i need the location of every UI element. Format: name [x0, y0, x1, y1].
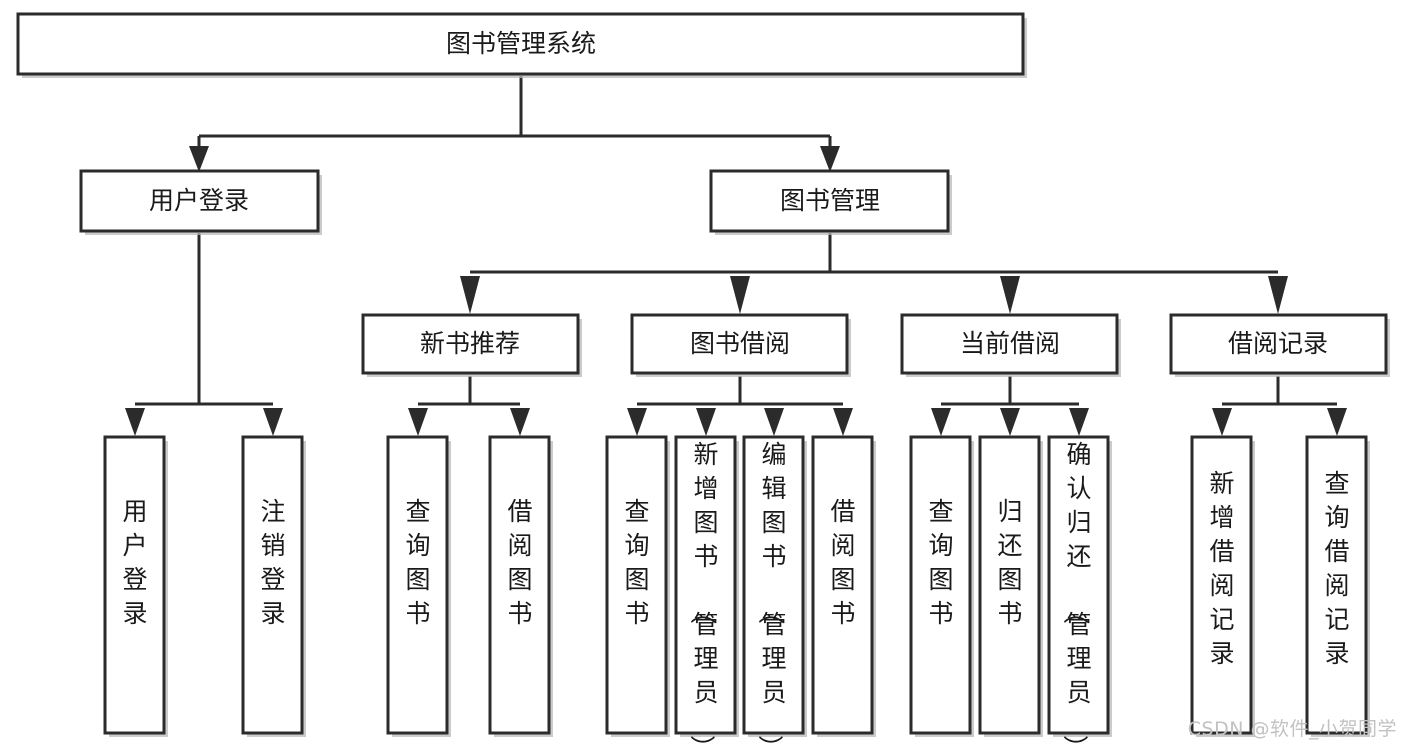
- user-login-label: 用户登录: [149, 186, 249, 215]
- new-book-rec-box[interactable]: [361, 313, 580, 375]
- arrow-leaf-query-book-3: [931, 408, 951, 436]
- book-borrow-box[interactable]: [630, 313, 849, 375]
- borrow-record-label: 借阅记录: [1228, 329, 1328, 358]
- arrow-leaf-user-login: [125, 408, 145, 436]
- user-login-box[interactable]: [79, 169, 320, 233]
- arrow-book-borrow: [730, 276, 750, 314]
- current-borrow-box[interactable]: [900, 313, 1119, 375]
- arrow-leaf-borrow-book-1: [510, 408, 530, 436]
- leaf-query-book-3-label: 查询图书: [928, 497, 953, 628]
- leaf-borrow-book-2-label: 借阅图书: [830, 497, 855, 628]
- leaf-query-book-2-box[interactable]: [605, 435, 668, 735]
- node-leaf-query-book-2[interactable]: 查询图书: [605, 435, 670, 737]
- leaf-edit-book-box[interactable]: [742, 435, 805, 735]
- new-book-rec-label: 新书推荐: [420, 329, 520, 358]
- leaf-query-record-box[interactable]: [1305, 435, 1368, 735]
- borrow-record-box[interactable]: [1169, 313, 1388, 375]
- leaf-query-book-2-label: 查询图书: [624, 497, 649, 628]
- node-leaf-edit-book[interactable]: 编辑图书（管理员）: [742, 435, 807, 747]
- arrow-leaf-query-book-1: [408, 408, 428, 436]
- node-current-borrow[interactable]: 当前借阅: [900, 313, 1121, 377]
- node-leaf-borrow-book-1[interactable]: 借阅图书: [488, 435, 553, 737]
- root-label: 图书管理系统: [446, 29, 596, 58]
- arrow-book-manage: [820, 146, 840, 172]
- node-root[interactable]: 图书管理系统: [16, 12, 1027, 78]
- root-box[interactable]: [16, 12, 1025, 76]
- leaf-borrow-book-1-box[interactable]: [488, 435, 551, 735]
- leaf-add-book-label: 新增图书（管理员）: [687, 440, 718, 747]
- leaf-confirm-return-label: 确认归还（管理员）: [1060, 440, 1091, 747]
- node-leaf-confirm-return[interactable]: 确认归还（管理员）: [1047, 435, 1112, 747]
- csdn-watermark: CSDN @软件_小贺同学: [1187, 718, 1397, 740]
- arrow-borrow-record: [1268, 276, 1288, 314]
- leaf-return-book-label: 归还图书: [997, 497, 1022, 628]
- leaf-return-book-box[interactable]: [978, 435, 1041, 735]
- leaf-add-book-box[interactable]: [674, 435, 737, 735]
- arrow-leaf-query-book-2: [627, 408, 647, 436]
- arrow-leaf-return-book: [1000, 408, 1020, 436]
- node-leaf-return-book[interactable]: 归还图书: [978, 435, 1043, 737]
- leaf-user-login-label: 用户登录: [122, 497, 147, 628]
- leaf-query-book-3-box[interactable]: [909, 435, 972, 735]
- arrow-user-login: [189, 146, 209, 172]
- leaf-borrow-book-1-label: 借阅图书: [507, 497, 532, 628]
- connectors-layer: [125, 76, 1347, 436]
- leaf-logout-box[interactable]: [241, 435, 304, 735]
- leaf-confirm-return-box[interactable]: [1047, 435, 1110, 735]
- node-leaf-user-login[interactable]: 用户登录: [103, 435, 168, 737]
- arrow-new-book-rec: [460, 276, 480, 314]
- node-leaf-add-book[interactable]: 新增图书（管理员）: [674, 435, 739, 747]
- arrow-leaf-borrow-book-2: [833, 408, 853, 436]
- node-user-login[interactable]: 用户登录: [79, 169, 322, 235]
- node-leaf-add-record[interactable]: 新增借阅记录: [1190, 435, 1255, 737]
- leaf-edit-book-label: 编辑图书（管理员）: [755, 440, 786, 747]
- node-leaf-logout[interactable]: 注销登录: [241, 435, 306, 737]
- leaf-borrow-book-2-box[interactable]: [811, 435, 874, 735]
- node-leaf-query-book-3[interactable]: 查询图书: [909, 435, 974, 737]
- book-manage-label: 图书管理: [780, 186, 880, 215]
- arrow-leaf-confirm-return: [1069, 408, 1089, 436]
- leaf-user-login-box[interactable]: [103, 435, 166, 735]
- leaf-query-book-1-box[interactable]: [386, 435, 449, 735]
- leaf-add-record-box[interactable]: [1190, 435, 1253, 735]
- arrow-leaf-query-record: [1327, 408, 1347, 436]
- leaf-query-book-1-label: 查询图书: [405, 497, 430, 628]
- arrow-leaf-add-book: [696, 408, 716, 436]
- book-borrow-label: 图书借阅: [690, 329, 790, 358]
- arrow-leaf-add-record: [1212, 408, 1232, 436]
- node-leaf-query-record[interactable]: 查询借阅记录: [1305, 435, 1370, 737]
- book-manage-box[interactable]: [709, 169, 950, 233]
- arrow-current-borrow: [1000, 276, 1020, 314]
- leaf-logout-label: 注销登录: [260, 497, 285, 628]
- node-book-manage[interactable]: 图书管理: [709, 169, 952, 235]
- node-leaf-borrow-book-2[interactable]: 借阅图书: [811, 435, 876, 737]
- node-borrow-record[interactable]: 借阅记录: [1169, 313, 1390, 377]
- node-leaf-query-book-1[interactable]: 查询图书: [386, 435, 451, 737]
- leaf-add-record-label: 新增借阅记录: [1209, 469, 1234, 668]
- arrow-leaf-logout: [263, 408, 283, 436]
- node-new-book-rec[interactable]: 新书推荐: [361, 313, 582, 377]
- leaf-query-record-label: 查询借阅记录: [1324, 469, 1349, 668]
- node-book-borrow[interactable]: 图书借阅: [630, 313, 851, 377]
- arrow-leaf-edit-book: [764, 408, 784, 436]
- current-borrow-label: 当前借阅: [960, 329, 1060, 358]
